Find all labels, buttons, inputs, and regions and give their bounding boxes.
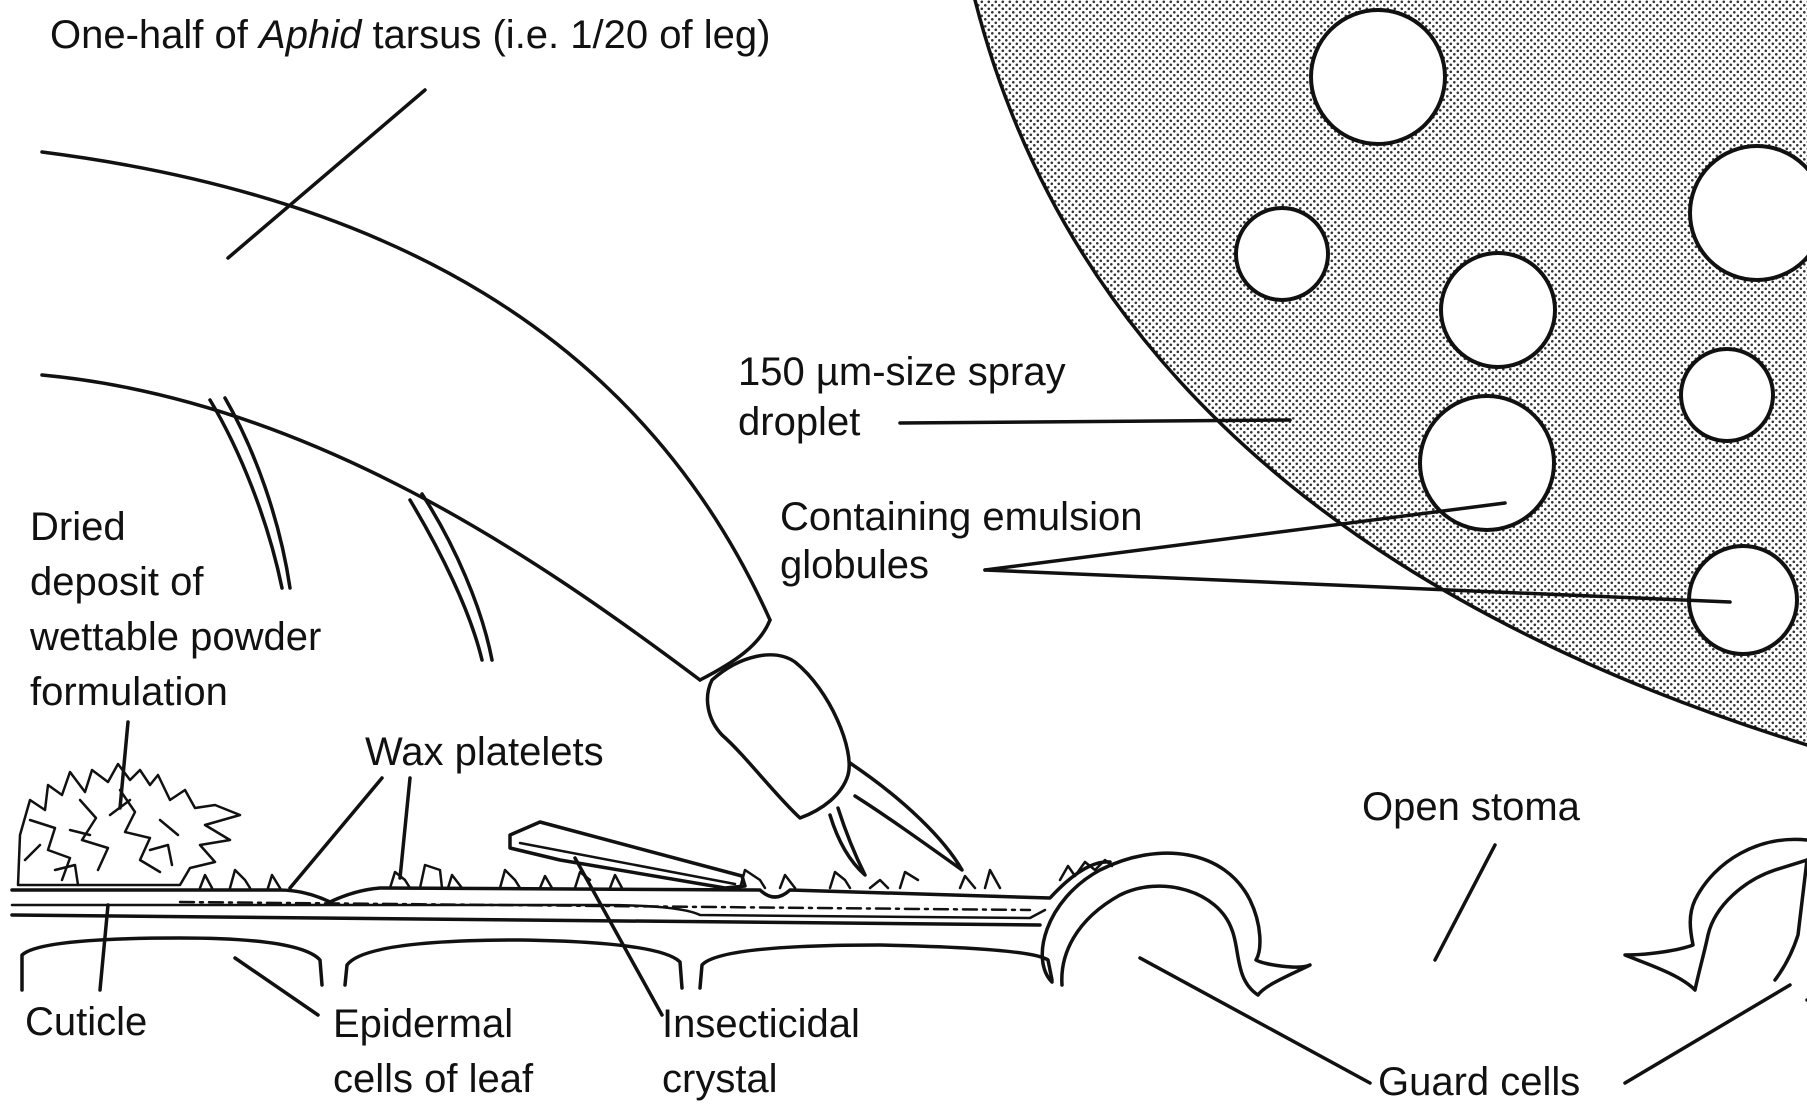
title-prefix: One-half of xyxy=(50,13,259,57)
guard-cells-label: Guard cells xyxy=(1378,1060,1580,1104)
title-label: One-half of Aphid tarsus (i.e. 1/20 of l… xyxy=(50,13,770,57)
droplet-label-line1: 150 µm-size spray xyxy=(738,350,1066,394)
open-stoma-label: Open stoma xyxy=(1362,785,1581,829)
insecticidal-label-line2: crystal xyxy=(662,1057,778,1101)
dried-deposit-label-line4: formulation xyxy=(30,670,228,714)
dried-deposit-label-line1: Dried xyxy=(30,505,126,549)
leaf-surface xyxy=(12,839,1807,1000)
dried-deposit-label-line3: wettable powder xyxy=(29,615,321,659)
insecticidal-label-line1: Insecticidal xyxy=(662,1002,860,1046)
wax-platelets-label: Wax platelets xyxy=(365,730,604,774)
epidermal-label-line1: Epidermal xyxy=(333,1002,513,1046)
wax-platelets xyxy=(200,860,1112,888)
emulsion-label-line2: globules xyxy=(780,543,929,587)
emulsion-label-line1: Containing emulsion xyxy=(780,495,1142,539)
droplet-label-line2: droplet xyxy=(738,400,860,444)
dried-deposit xyxy=(18,764,240,885)
title-italic: Aphid xyxy=(257,13,363,57)
title-suffix: tarsus (i.e. 1/20 of leg) xyxy=(361,13,770,57)
dried-deposit-label-line2: deposit of xyxy=(30,560,204,604)
cuticle-label: Cuticle xyxy=(25,1000,147,1044)
epidermal-label-line2: cells of leaf xyxy=(333,1057,534,1101)
